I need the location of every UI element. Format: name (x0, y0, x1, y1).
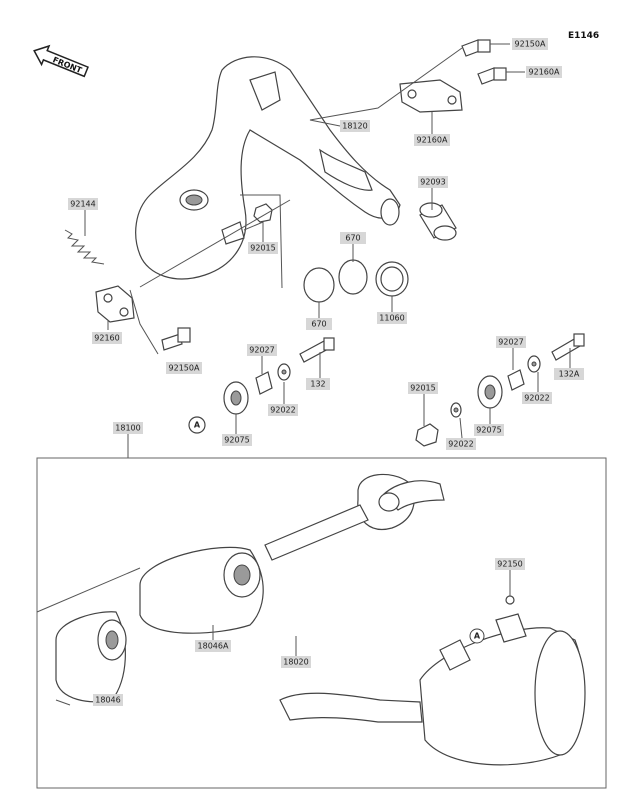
label-92027-right: 92027 (496, 336, 526, 348)
label-18046A: 18046A (195, 640, 231, 652)
label-18046: 18046 (93, 694, 123, 706)
nut-92015-top (253, 203, 273, 223)
oring-670-a (303, 267, 335, 303)
label-92160A-mid: 92160A (414, 134, 450, 146)
svg-text:18020: 18020 (283, 658, 308, 667)
label-18100: 18100 (113, 422, 143, 434)
svg-text:92144: 92144 (70, 200, 95, 209)
svg-text:670: 670 (345, 234, 360, 243)
silencer-internals: A (55, 473, 586, 766)
svg-text:92022: 92022 (448, 440, 473, 449)
expansion-chamber (135, 56, 401, 280)
label-92022-left: 92022 (268, 404, 298, 416)
label-92015-top: 92015 (248, 242, 278, 254)
label-670-bot: 670 (306, 318, 332, 330)
damper-group-left (223, 337, 335, 415)
spring-92144 (64, 229, 105, 265)
leader-lines (36, 43, 571, 706)
top-bolts (399, 39, 507, 113)
label-92075-right: 92075 (474, 424, 504, 436)
svg-text:92022: 92022 (270, 406, 295, 415)
label-92075-left: 92075 (222, 434, 252, 446)
svg-text:92015: 92015 (410, 384, 435, 393)
label-92027-left: 92027 (247, 344, 277, 356)
oring-670-b (338, 259, 368, 295)
svg-text:92093: 92093 (420, 178, 445, 187)
label-92022-far: 92022 (446, 438, 476, 450)
label-92022-right: 92022 (522, 392, 552, 404)
gasket-11060-inner (380, 266, 404, 292)
front-arrow-icon: FRONT (33, 44, 89, 78)
svg-text:92150A: 92150A (515, 40, 546, 49)
svg-text:18046A: 18046A (198, 642, 229, 651)
svg-text:92015: 92015 (250, 244, 275, 253)
svg-text:11060: 11060 (379, 314, 404, 323)
svg-text:132A: 132A (559, 370, 580, 379)
svg-text:92160A: 92160A (529, 68, 560, 77)
svg-text:92075: 92075 (476, 426, 501, 435)
svg-text:92075: 92075 (224, 436, 249, 445)
label-670-top: 670 (340, 232, 366, 244)
label-92144: 92144 (68, 198, 98, 210)
svg-text:18046: 18046 (95, 696, 120, 705)
silencer-frame (36, 457, 607, 789)
label-11060: 11060 (377, 312, 407, 324)
label-18020: 18020 (281, 656, 311, 668)
bolt-92150A-mid (161, 327, 191, 351)
svg-text:18120: 18120 (342, 122, 367, 131)
bracket-92160 (95, 285, 135, 323)
label-18120: 18120 (340, 120, 370, 132)
svg-text:18100: 18100 (115, 424, 140, 433)
svg-text:92027: 92027 (249, 346, 274, 355)
svg-text:92150A: 92150A (169, 364, 200, 373)
label-132-left: 132 (306, 378, 330, 390)
label-92160A-top: 92160A (526, 66, 562, 78)
label-132A: 132A (554, 368, 584, 380)
ref-marker-left-label: A (194, 421, 201, 430)
part-labels: 92150A 92160A 18120 92160A 92093 92144 9… (68, 38, 584, 706)
label-92015-right: 92015 (408, 382, 438, 394)
label-92150: 92150 (495, 558, 525, 570)
svg-text:92160A: 92160A (417, 136, 448, 145)
ref-marker-right-label: A (474, 632, 481, 641)
label-92160: 92160 (92, 332, 122, 344)
svg-text:92027: 92027 (498, 338, 523, 347)
svg-text:92160: 92160 (94, 334, 119, 343)
diagram-code: E1146 (568, 31, 599, 41)
svg-text:132: 132 (310, 380, 325, 389)
svg-text:670: 670 (311, 320, 326, 329)
svg-text:92022: 92022 (524, 394, 549, 403)
label-92093: 92093 (418, 176, 448, 188)
svg-text:92150: 92150 (497, 560, 522, 569)
label-92150A-mid: 92150A (166, 362, 202, 374)
sleeve-92093 (419, 202, 457, 241)
label-92150A-top: 92150A (512, 38, 548, 50)
ref-marker-left: A (188, 416, 206, 434)
